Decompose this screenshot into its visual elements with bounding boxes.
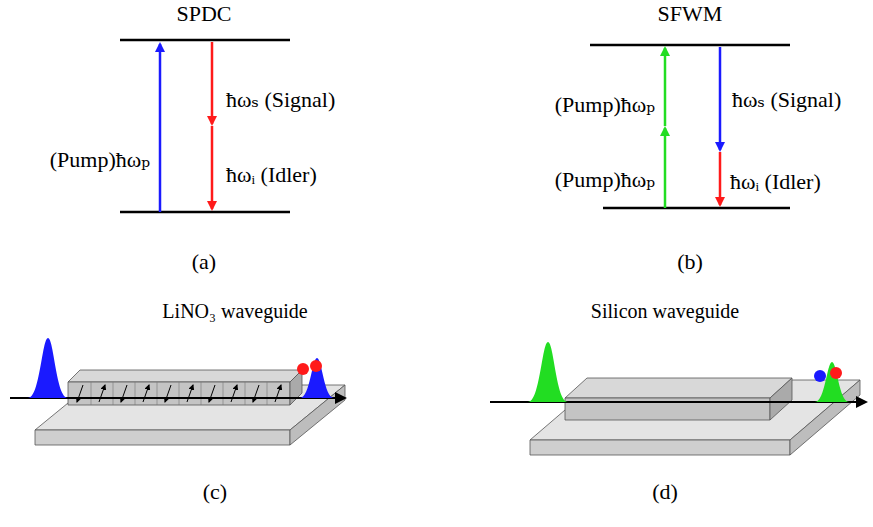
panel-title: SFWM — [658, 2, 723, 26]
panel-letter: (b) — [677, 250, 703, 274]
photon-dot — [310, 360, 322, 372]
domain-wall — [179, 382, 180, 405]
photon-dot — [297, 363, 309, 375]
poling-arrow — [231, 385, 237, 402]
poling-arrow — [77, 385, 83, 402]
photon-dot — [814, 370, 826, 382]
lino3-waveguide — [35, 370, 345, 445]
silicon-waveguide — [530, 378, 860, 455]
domain-wall — [91, 382, 92, 405]
signal-label: ħωₛ (Signal) — [226, 88, 335, 112]
panel-letter: (d) — [652, 480, 678, 504]
panel-title: SPDC — [176, 2, 231, 26]
poling-arrows — [77, 382, 281, 405]
pump-label: (Pump)ħωₚ — [555, 93, 655, 117]
domain-wall — [113, 382, 114, 405]
domain-wall — [135, 382, 136, 405]
pump-label: (Pump)ħωₚ — [50, 148, 150, 172]
poling-arrow — [99, 385, 105, 402]
pump-pulse — [28, 338, 68, 398]
pump-pulse — [528, 342, 568, 402]
poling-arrow — [187, 385, 193, 402]
domain-wall — [157, 382, 158, 405]
domain-wall — [245, 382, 246, 405]
idler-label: ħωᵢ (Idler) — [730, 170, 821, 194]
poling-arrow — [121, 385, 127, 402]
idler-label: ħωᵢ (Idler) — [226, 163, 317, 187]
signal-label: ħωₛ (Signal) — [732, 88, 841, 112]
poling-arrow — [253, 385, 259, 402]
poling-arrow — [209, 385, 215, 402]
waveguide-title: Silicon waveguide — [591, 300, 739, 322]
photon-dot — [830, 367, 842, 379]
panel-letter: (a) — [192, 250, 216, 274]
poling-arrow — [143, 385, 149, 402]
panel-letter: (c) — [203, 480, 227, 504]
poling-arrow — [275, 385, 281, 402]
domain-wall — [201, 382, 202, 405]
waveguide-title: LiNO₃ waveguide — [162, 300, 307, 322]
pump-pulse — [815, 362, 849, 402]
pump-label: (Pump)ħωₚ — [555, 168, 655, 192]
domain-wall — [223, 382, 224, 405]
poling-arrow — [165, 385, 171, 402]
domain-wall — [267, 382, 268, 405]
